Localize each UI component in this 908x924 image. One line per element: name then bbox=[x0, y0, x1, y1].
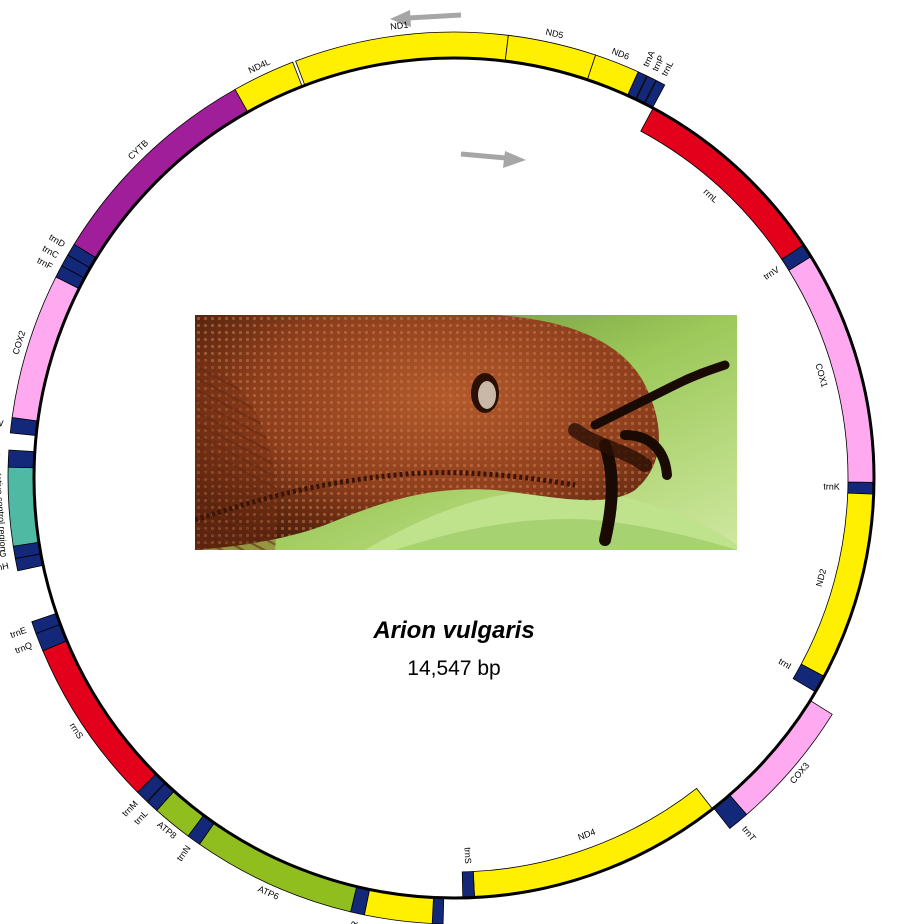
feature-rrnl bbox=[641, 108, 804, 259]
feature-trns bbox=[432, 898, 444, 924]
species-name: Arion vulgaris bbox=[0, 617, 908, 645]
label-nd1: ND1 bbox=[390, 20, 409, 32]
plus-strand-arrow bbox=[461, 151, 526, 168]
feature-trnk bbox=[848, 482, 874, 494]
label-trnw: trnW bbox=[0, 416, 4, 428]
feature-nd5 bbox=[505, 35, 595, 79]
label-putative-control-region: putative control region bbox=[0, 463, 8, 552]
genome-length: 14,547 bp bbox=[0, 657, 908, 681]
feature-nd4l bbox=[235, 62, 302, 112]
label-trnn: trnN bbox=[175, 843, 193, 863]
label-cox2: COX2 bbox=[11, 329, 28, 355]
feature-trns bbox=[462, 872, 474, 898]
label-nd2: ND2 bbox=[814, 568, 828, 588]
label-trnv: trnV bbox=[762, 264, 781, 281]
arion-vulgaris-photo bbox=[195, 315, 737, 550]
feature-cytb bbox=[74, 89, 248, 257]
label-trns: trnS bbox=[463, 847, 474, 864]
feature-cox3 bbox=[730, 701, 833, 815]
feature-nd4 bbox=[473, 788, 712, 897]
label-cox1: COX1 bbox=[813, 362, 829, 388]
label-nd6: ND6 bbox=[610, 46, 630, 62]
feature-atp6 bbox=[199, 823, 356, 912]
label-nd5: ND5 bbox=[545, 27, 565, 41]
label-trnt: trnT bbox=[740, 824, 758, 843]
feature-trny bbox=[8, 450, 35, 468]
label-rrnl: rrnL bbox=[702, 187, 721, 205]
label-trnl: trnL bbox=[132, 808, 150, 826]
label-trny: trnY bbox=[0, 452, 1, 463]
label-trnk: trnK bbox=[823, 481, 840, 491]
label-nd4: ND4 bbox=[576, 827, 596, 843]
label-trnh: trnH bbox=[0, 561, 9, 574]
label-trnr: trnR bbox=[347, 920, 361, 924]
